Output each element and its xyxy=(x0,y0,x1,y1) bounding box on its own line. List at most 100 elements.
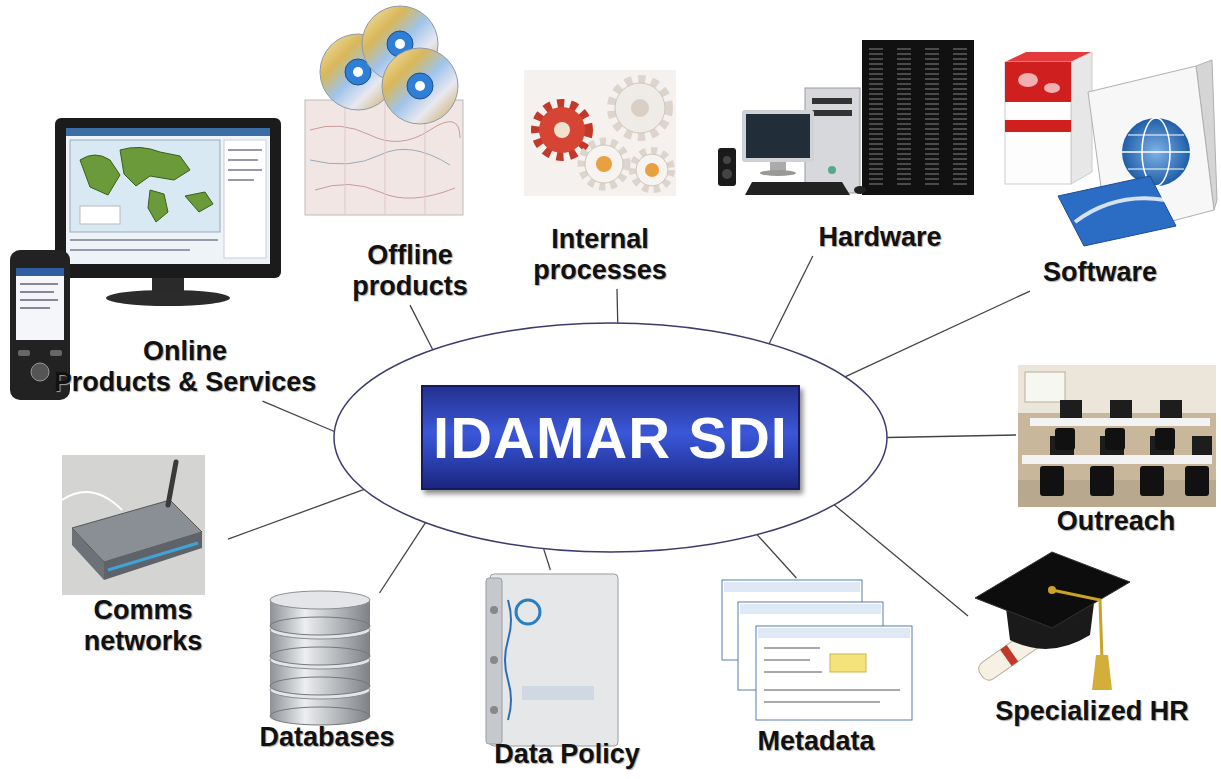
router-picture xyxy=(104,532,202,580)
graduation-cap-picture xyxy=(1052,590,1102,660)
spoke-line xyxy=(263,401,335,431)
binder-picture xyxy=(516,600,540,624)
binder-picture xyxy=(490,574,618,746)
monitor-picture xyxy=(70,249,190,251)
spoke-line xyxy=(769,256,813,344)
monitor-picture xyxy=(228,179,254,181)
monitor-picture xyxy=(148,190,168,222)
router-picture xyxy=(62,455,205,595)
monitor-picture xyxy=(16,268,64,276)
gears-picture xyxy=(536,104,588,156)
text-line: Internal xyxy=(551,224,649,254)
software-boxes-picture xyxy=(1128,169,1184,170)
monitor-picture xyxy=(50,350,62,356)
map-and-discs-picture xyxy=(385,100,386,215)
classroom-picture xyxy=(1105,428,1125,450)
component-label: Software xyxy=(1030,255,1170,291)
classroom-picture xyxy=(1030,418,1210,426)
gears-picture xyxy=(612,80,668,136)
binder-picture xyxy=(522,686,594,700)
software-boxes-picture xyxy=(1122,151,1190,153)
monitor-picture xyxy=(20,291,54,293)
monitor-picture xyxy=(228,159,258,161)
metadata-sheets-picture xyxy=(764,701,880,703)
monitor-picture xyxy=(20,283,58,285)
monitor-picture xyxy=(224,140,266,258)
software-boxes-picture xyxy=(1075,198,1165,222)
software-boxes-picture xyxy=(1122,118,1190,186)
text-line: Online xyxy=(143,336,227,366)
gears-picture xyxy=(536,104,588,156)
ellipse-outline xyxy=(334,323,887,552)
metadata-sheets-picture xyxy=(724,582,860,592)
monitor-picture xyxy=(120,147,190,186)
metadata-sheets-picture xyxy=(764,659,810,661)
component-label-text: Specialized HR xyxy=(995,696,1189,727)
router-picture xyxy=(62,455,205,595)
router-picture xyxy=(108,543,198,570)
component-label-text: Online Products & Services xyxy=(54,336,317,398)
spoke-line xyxy=(380,523,426,593)
monitor-picture xyxy=(80,206,120,224)
computer-picture xyxy=(718,40,974,195)
classroom-picture xyxy=(1060,400,1082,418)
component-label-text: Outreach xyxy=(1057,506,1176,537)
classroom-picture xyxy=(1018,365,1216,507)
classroom-picture xyxy=(1040,466,1064,496)
gears-picture xyxy=(631,99,649,117)
text-line: Offline xyxy=(367,240,453,270)
component-label-text: Offline products xyxy=(352,240,468,302)
classroom-picture xyxy=(1140,466,1164,496)
computer-picture xyxy=(722,169,732,179)
database-picture xyxy=(270,591,370,725)
component-item: Metadata xyxy=(718,578,914,760)
graduation-cap-picture xyxy=(1092,655,1112,690)
component-label-text: Databases xyxy=(259,722,394,753)
binder-picture xyxy=(486,578,502,744)
component-label-text: Comms networks xyxy=(84,595,203,657)
map-and-discs-picture xyxy=(407,73,433,99)
software-boxes-picture xyxy=(1005,52,1217,246)
map-and-discs-picture xyxy=(305,6,463,215)
gears-picture xyxy=(554,122,570,138)
database-picture xyxy=(270,591,370,609)
metadata-sheets-picture xyxy=(740,604,881,614)
computer-picture xyxy=(897,48,911,188)
spoke-line xyxy=(887,435,1016,438)
classroom-picture xyxy=(1160,400,1182,418)
classroom-picture xyxy=(1025,372,1065,402)
metadata-sheets-picture xyxy=(758,628,910,638)
component-label-text: Internal processes xyxy=(533,224,667,286)
graduation-cap-picture xyxy=(975,552,1130,690)
map-and-discs-picture xyxy=(382,48,458,124)
map-and-discs-picture xyxy=(415,81,425,91)
text-line: Products & Services xyxy=(54,367,317,397)
gears-picture xyxy=(645,163,659,177)
monitor-picture xyxy=(55,118,281,278)
database-picture xyxy=(270,677,370,695)
binder-picture xyxy=(490,606,498,614)
gears-picture xyxy=(539,107,585,153)
spoke-line xyxy=(616,289,618,323)
computer-picture xyxy=(745,182,850,195)
binder-picture xyxy=(490,656,498,664)
monitor-picture xyxy=(228,169,262,171)
spoke-line xyxy=(544,549,551,570)
text-line: processes xyxy=(533,255,667,285)
component-label-text: Software xyxy=(1043,257,1157,288)
map-and-discs-picture xyxy=(310,149,450,165)
monitor-picture xyxy=(70,140,220,232)
software-boxes-picture xyxy=(1005,62,1071,184)
gears-picture xyxy=(612,80,668,136)
computer-picture xyxy=(925,48,939,188)
software-boxes-picture xyxy=(1071,52,1092,184)
component-item: Data Policy xyxy=(484,570,650,773)
metadata-sheets-picture xyxy=(764,671,822,673)
monitor-picture xyxy=(66,128,270,136)
monitor-picture xyxy=(16,268,64,340)
monitor-picture xyxy=(80,155,120,195)
software-boxes-picture xyxy=(1005,120,1071,132)
text-line: Comms xyxy=(93,595,192,625)
software-boxes-picture xyxy=(1005,62,1071,102)
gears-picture xyxy=(585,145,623,183)
